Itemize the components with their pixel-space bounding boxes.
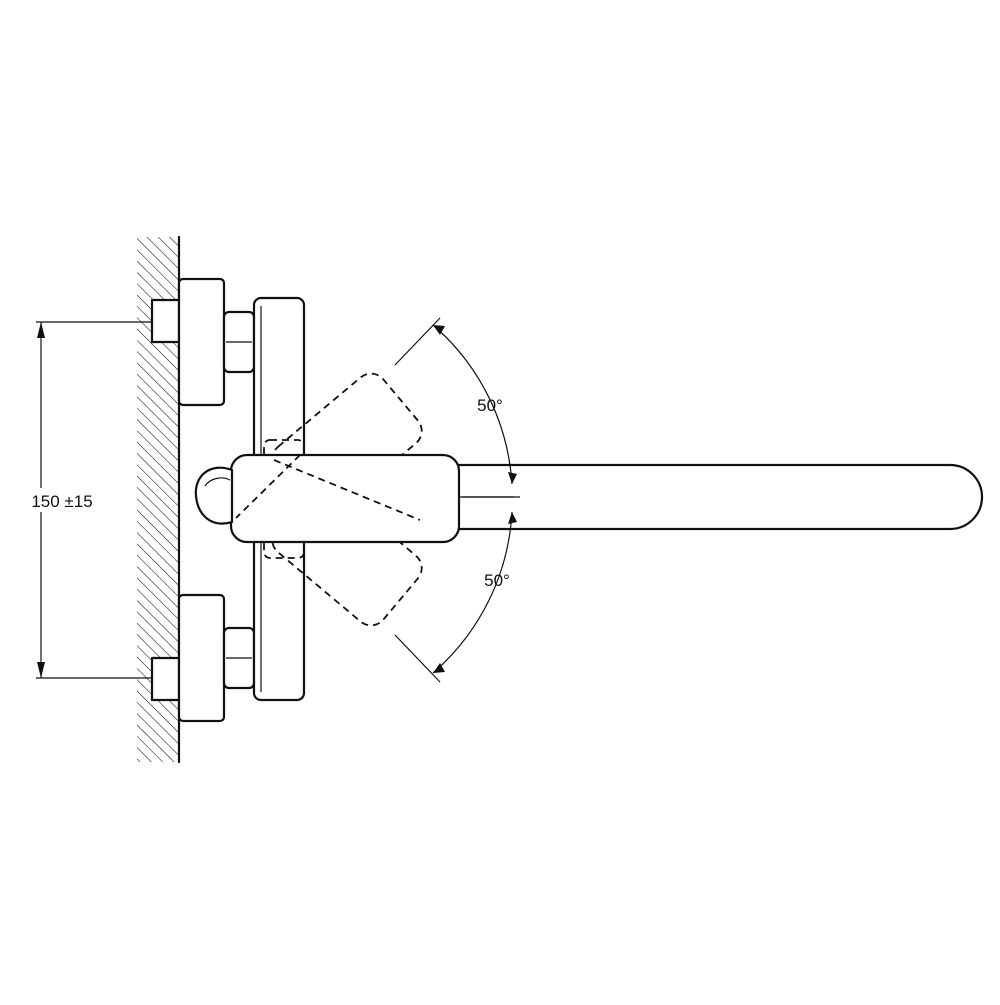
lower-angle-arc: [432, 511, 513, 674]
upper-angle-label: 50°: [477, 396, 503, 415]
dimension-arrow-top: [37, 322, 45, 338]
knob-highlight: [204, 477, 231, 487]
upper-angle-arrow: [433, 325, 445, 335]
lower-angle-label: 50°: [484, 571, 510, 590]
lever-hidden-lines: [235, 454, 421, 521]
upper-decorative-cap: [177, 277, 226, 407]
dimension-label: 150 ±15: [31, 492, 92, 511]
dimension-arrow-bottom: [37, 662, 45, 678]
lower-angle-arrow-start: [508, 512, 517, 524]
upper-angle-extension: [394, 317, 441, 366]
upper-angle-arc: [432, 324, 513, 485]
lower-angle-extension: [394, 634, 441, 683]
lower-angle-arrow: [433, 663, 445, 673]
upper-wall-fitting: [150, 298, 181, 344]
spacing-dimension: 150 ±15: [31, 321, 152, 679]
spout: [454, 463, 984, 531]
lower-decorative-cap: [177, 593, 226, 723]
rotation-angle-dimension: 50° 50°: [394, 317, 520, 683]
upper-angle-arrow-end: [508, 472, 517, 484]
lever-knob: [194, 466, 234, 525]
lever-handle: [229, 453, 461, 544]
lower-wall-fitting: [150, 656, 181, 702]
